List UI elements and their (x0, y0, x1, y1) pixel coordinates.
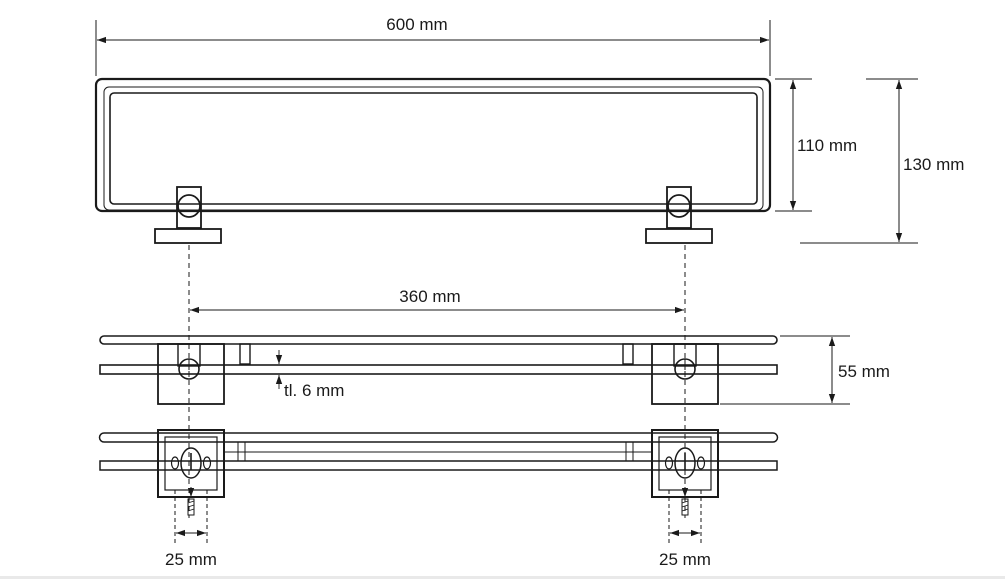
dim-110-label: 110 mm (797, 136, 857, 155)
dim-600-label: 600 mm (386, 15, 447, 34)
dim-25-left-label: 25 mm (165, 550, 217, 569)
side-clip-left (239, 343, 251, 365)
front-rail-outer (94, 77, 772, 213)
back-bottom-rail (99, 460, 778, 471)
side-view: 360 mm tl. 6 mm 55 mm (99, 287, 890, 405)
dim-360-label: 360 mm (399, 287, 460, 306)
side-glass-shelf (99, 364, 778, 375)
front-rail-inner (109, 92, 758, 205)
front-left-bracket (154, 186, 222, 244)
back-top-rail (98, 432, 779, 443)
right-mounting-plate (651, 429, 719, 498)
right-screw-icon (681, 487, 689, 516)
left-screw-icon (187, 487, 195, 516)
dim-25-right-label: 25 mm (659, 550, 711, 569)
front-view: 600 mm 110 mm 130 mm (94, 15, 964, 244)
back-view: 25 mm 25 mm (98, 429, 779, 569)
front-rail-inner-2 (103, 86, 764, 211)
glass-thickness-label: tl. 6 mm (284, 381, 344, 400)
dim-55-label: 55 mm (838, 362, 890, 381)
side-clip-right (622, 343, 634, 365)
front-right-bracket (645, 186, 713, 244)
side-top-rail (99, 335, 778, 345)
bottom-border (0, 576, 1005, 579)
dim-130-label: 130 mm (903, 155, 964, 174)
left-mounting-plate (157, 429, 225, 498)
